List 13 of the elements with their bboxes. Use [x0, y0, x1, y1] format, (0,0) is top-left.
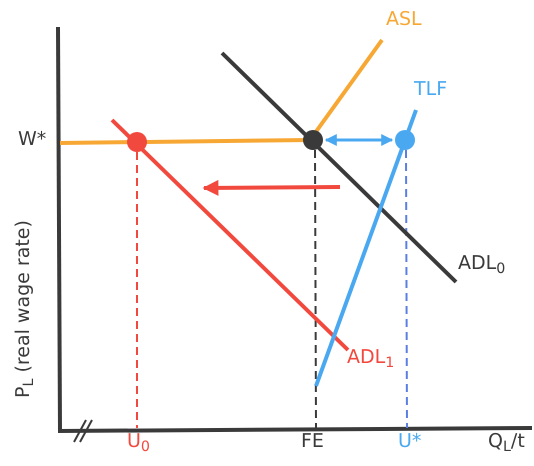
chart-label: U* [398, 430, 422, 454]
chart-label: TLF [414, 78, 448, 102]
equilibrium-point [303, 130, 323, 150]
chart-label: ADL$_{0}$ [458, 252, 506, 276]
chart-label: W* [18, 128, 46, 152]
chart-label: U$_{0}$ [127, 430, 150, 454]
double-arrow [324, 134, 394, 146]
equilibrium-point [127, 132, 147, 152]
chart-label: ASL [386, 8, 422, 32]
chart-label: FE [301, 430, 324, 454]
chart-label: ADL$_{1}$ [347, 346, 394, 370]
chart-label: Q$_{L}$/t [488, 430, 525, 454]
equilibrium-point [395, 130, 415, 150]
